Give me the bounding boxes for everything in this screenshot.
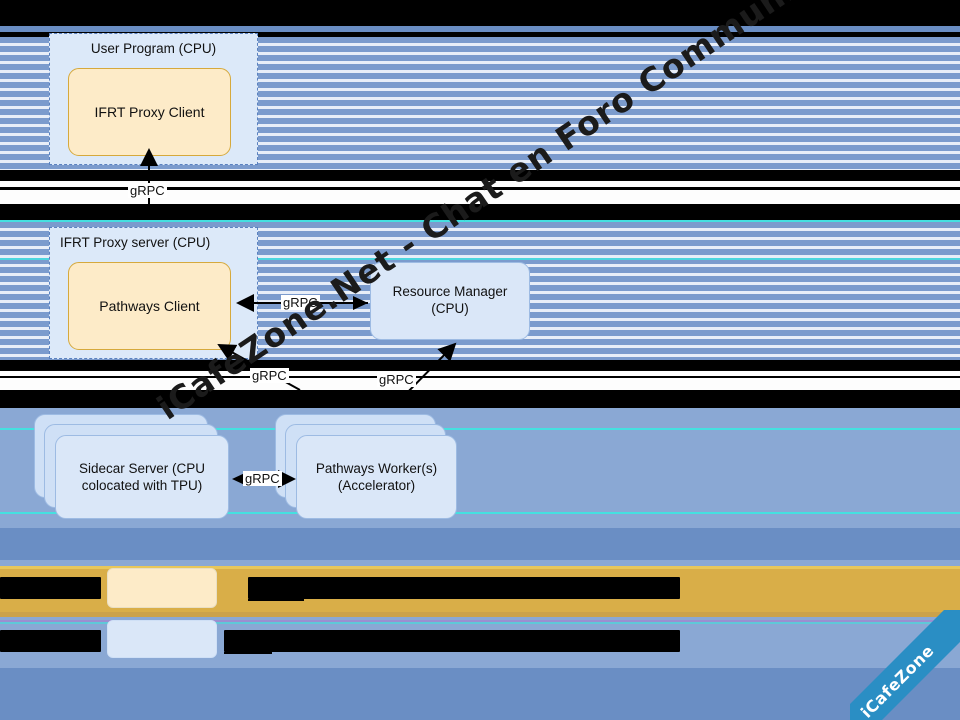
glitch-band <box>0 528 960 560</box>
glitch-band <box>0 376 960 378</box>
glitch-band <box>0 26 960 32</box>
glitch-band <box>0 0 960 26</box>
legend-label-blue-tail <box>224 652 272 654</box>
legend-label-cream-obscured <box>248 577 680 599</box>
ifrt-proxy-client-box[interactable]: IFRT Proxy Client <box>68 68 231 156</box>
glitch-band <box>0 620 960 622</box>
arrow-worker-to-rm <box>399 342 457 401</box>
glitch-band <box>0 668 960 720</box>
legend-band-gold <box>0 612 960 617</box>
proxy-server-header: IFRT Proxy server (CPU) <box>60 235 211 250</box>
glitch-band <box>0 220 960 222</box>
pathways-worker-box[interactable]: Pathways Worker(s) (Accelerator) <box>296 435 457 519</box>
edge-label-sidecar-to-pathways-client: gRPC <box>250 368 289 383</box>
arrow-rm-tail <box>353 296 368 310</box>
glitch-band <box>0 512 960 514</box>
glitch-band <box>0 390 960 408</box>
sidecar-server-stack: Sidecar Server (CPU colocated with TPU) <box>34 414 234 524</box>
edge-label-user-to-proxy: gRPC <box>128 183 167 198</box>
glitch-band <box>0 187 960 190</box>
glitch-band <box>0 617 960 620</box>
glitch-band <box>0 560 960 566</box>
legend-label-cream-tail <box>248 599 304 601</box>
legend-swatch-cream <box>107 568 217 608</box>
sidecar-server-label: Sidecar Server (CPU colocated with TPU) <box>78 460 206 493</box>
glitch-band <box>0 371 960 376</box>
glitch-band <box>0 408 960 428</box>
legend-swatch-blue <box>107 620 217 658</box>
edge-label-sidecar-to-worker: gRPC <box>243 471 282 486</box>
pathways-worker-label: Pathways Worker(s) (Accelerator) <box>315 460 438 493</box>
user-program-header: User Program (CPU) <box>90 41 217 56</box>
pathways-worker-stack: Pathways Worker(s) (Accelerator) <box>275 414 475 524</box>
glitch-band <box>0 190 960 204</box>
legend-label-blue-obscured-2 <box>0 630 101 652</box>
glitch-band <box>0 204 960 220</box>
glitch-band <box>0 514 960 528</box>
resource-manager-box[interactable]: Resource Manager (CPU) <box>370 262 530 340</box>
glitch-band <box>0 360 960 371</box>
legend-label-cream-obscured-2 <box>0 577 101 599</box>
glitch-band <box>0 258 960 260</box>
glitch-band <box>0 32 960 37</box>
glitch-band <box>0 378 960 390</box>
glitch-band <box>0 181 960 187</box>
glitch-band <box>0 622 960 624</box>
watermark-ribbon: iCafeZone <box>850 610 960 720</box>
glitch-band <box>0 170 960 181</box>
legend-band-gold <box>0 566 960 569</box>
edge-label-rm-to-pathways-client: gRPC <box>281 295 320 310</box>
legend-label-blue-obscured <box>224 630 680 652</box>
edge-label-worker-to-rm: gRPC <box>377 372 416 387</box>
watermark-ribbon-corner: iCafeZone <box>850 610 960 720</box>
glitch-band <box>0 428 960 430</box>
sidecar-server-box[interactable]: Sidecar Server (CPU colocated with TPU) <box>55 435 229 519</box>
pathways-client-box[interactable]: Pathways Client <box>68 262 231 350</box>
resource-manager-label: Resource Manager (CPU) <box>392 284 508 316</box>
